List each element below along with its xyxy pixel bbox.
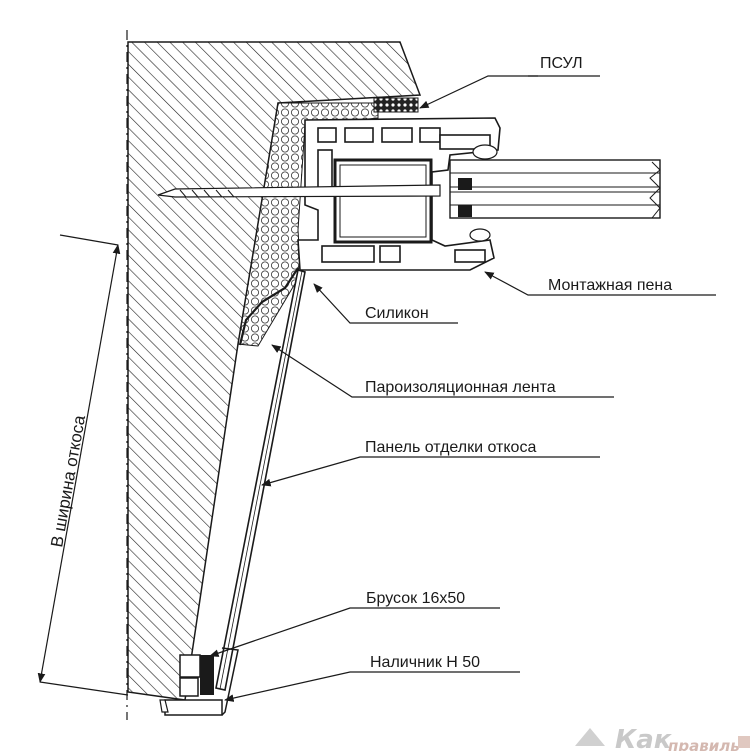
- label-batten: Брусок 16х50: [366, 590, 465, 607]
- label-slope-panel: Панель отделки откоса: [365, 439, 536, 456]
- slope-width-label: В ширина откоса: [47, 413, 89, 548]
- label-silicone: Силикон: [365, 305, 429, 322]
- label-psul: ПСУЛ: [540, 55, 583, 72]
- leader-lines: [209, 75, 716, 702]
- dimension-line: [37, 234, 129, 696]
- vapor-tape: [238, 267, 299, 346]
- batten-and-casing: [159, 647, 239, 716]
- slope-panel: [215, 268, 306, 691]
- anchor-screw: [157, 184, 441, 198]
- watermark-logo: Как правиль: [575, 725, 750, 751]
- label-mounting-foam: Монтажная пена: [548, 277, 672, 294]
- watermark-sub-text: правиль: [668, 737, 740, 751]
- watermark-main-text: Как: [615, 725, 673, 751]
- label-vapor-tape: Пароизоляционная лента: [365, 379, 556, 396]
- psul-tape: [373, 97, 419, 113]
- label-casing: Наличник Н 50: [370, 654, 480, 671]
- glass-unit: [449, 144, 661, 242]
